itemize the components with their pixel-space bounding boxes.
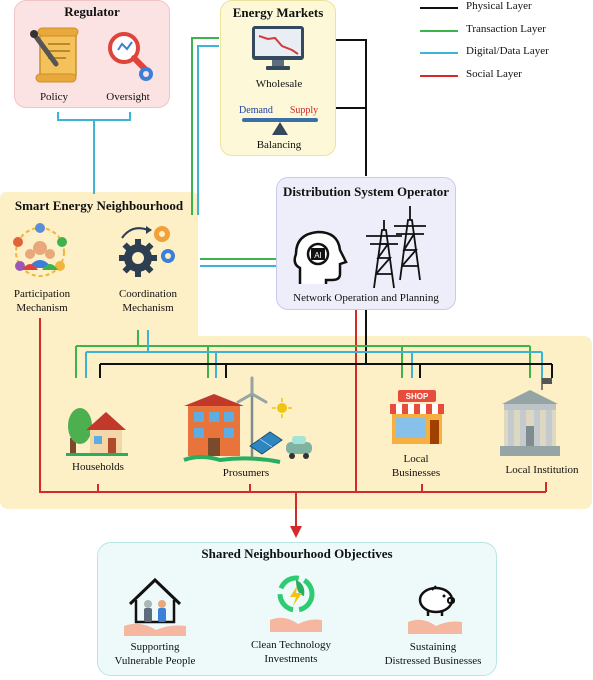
shop-sign-text: SHOP bbox=[406, 392, 429, 401]
sustaining-label: Sustaining Distressed Businesses bbox=[370, 640, 496, 668]
legend-physical-label: Physical Layer bbox=[466, 0, 532, 12]
policy-label: Policy bbox=[39, 91, 69, 103]
coordination-gears-icon bbox=[119, 226, 175, 277]
green-energy-hand-icon bbox=[270, 575, 322, 632]
coordination-label: Coordination Mechanism bbox=[108, 287, 188, 315]
transaction-bus bbox=[75, 330, 531, 378]
ai-head-icon: AI bbox=[293, 230, 348, 284]
legend-data-swatch bbox=[420, 52, 458, 54]
dso-title: Distribution System Operator bbox=[282, 184, 450, 199]
data-bus bbox=[85, 330, 543, 378]
local-businesses-label: Local Businesses bbox=[376, 452, 456, 480]
dso-subtitle: Network Operation and Planning bbox=[293, 292, 439, 304]
oversight-magnifier-icon bbox=[108, 32, 153, 81]
objectives-title: Shared Neighbourhood Objectives bbox=[201, 546, 393, 561]
neighbourhood-title: Smart Energy Neighbourhood bbox=[14, 198, 184, 213]
coordination-line2: Mechanism bbox=[122, 302, 174, 314]
energy-markets-title: Energy Markets bbox=[232, 5, 324, 20]
transmission-tower-icon bbox=[366, 206, 426, 289]
local-businesses-line2: Businesses bbox=[391, 467, 441, 479]
balance-scale-icon bbox=[242, 118, 318, 135]
care-house-icon bbox=[124, 577, 186, 636]
ai-chip-text: AI bbox=[314, 251, 322, 260]
clean-tech-label: Clean Technology Investments bbox=[236, 638, 346, 666]
regulator-title: Regulator bbox=[64, 4, 120, 19]
legend-social-swatch bbox=[420, 75, 458, 77]
prosumers-label: Prosumers bbox=[222, 467, 270, 479]
house-icon bbox=[66, 408, 128, 456]
regulator-data-line bbox=[57, 112, 131, 194]
wholesale-label: Wholesale bbox=[255, 78, 303, 90]
markets-transaction-line bbox=[191, 37, 219, 215]
legend-transaction-swatch bbox=[420, 30, 458, 32]
households-label: Households bbox=[72, 461, 124, 473]
legend-transaction-label: Transaction Layer bbox=[466, 23, 546, 35]
sustaining-line2: Distressed Businesses bbox=[384, 655, 482, 667]
clean-tech-line1: Clean Technology bbox=[251, 639, 331, 651]
wholesale-monitor-icon bbox=[252, 26, 304, 70]
clean-tech-line2: Investments bbox=[264, 653, 318, 665]
legend-data-label: Digital/Data Layer bbox=[466, 45, 549, 57]
participation-line2: Mechanism bbox=[16, 302, 68, 314]
markets-data-line bbox=[197, 45, 219, 215]
demand-label: Demand bbox=[239, 105, 273, 116]
oversight-label: Oversight bbox=[106, 91, 150, 103]
prosumer-building-icon bbox=[183, 376, 312, 464]
sustaining-line1: Sustaining bbox=[409, 641, 457, 653]
social-arrowhead bbox=[290, 526, 302, 538]
legend-physical-swatch bbox=[420, 7, 458, 9]
physical-bus bbox=[99, 363, 553, 378]
supporting-line2: Vulnerable People bbox=[114, 655, 196, 667]
piggy-bank-hand-icon bbox=[408, 585, 462, 634]
supply-label: Supply bbox=[289, 105, 319, 116]
local-institution-label: Local Institution bbox=[505, 464, 579, 476]
local-businesses-line1: Local bbox=[403, 453, 429, 465]
participation-line1: Participation bbox=[13, 288, 71, 300]
participation-label: Participation Mechanism bbox=[2, 287, 82, 315]
institution-icon bbox=[500, 378, 560, 456]
policy-scroll-icon bbox=[30, 27, 79, 83]
participation-people-icon bbox=[13, 223, 67, 277]
coordination-line1: Coordination bbox=[118, 288, 178, 300]
supporting-label: Supporting Vulnerable People bbox=[100, 640, 210, 668]
legend-social-label: Social Layer bbox=[466, 68, 522, 80]
supporting-line1: Supporting bbox=[130, 641, 180, 653]
shop-icon: SHOP bbox=[390, 390, 444, 444]
balancing-label: Balancing bbox=[256, 139, 302, 151]
social-bus bbox=[39, 318, 547, 528]
markets-physical-line bbox=[336, 39, 367, 176]
